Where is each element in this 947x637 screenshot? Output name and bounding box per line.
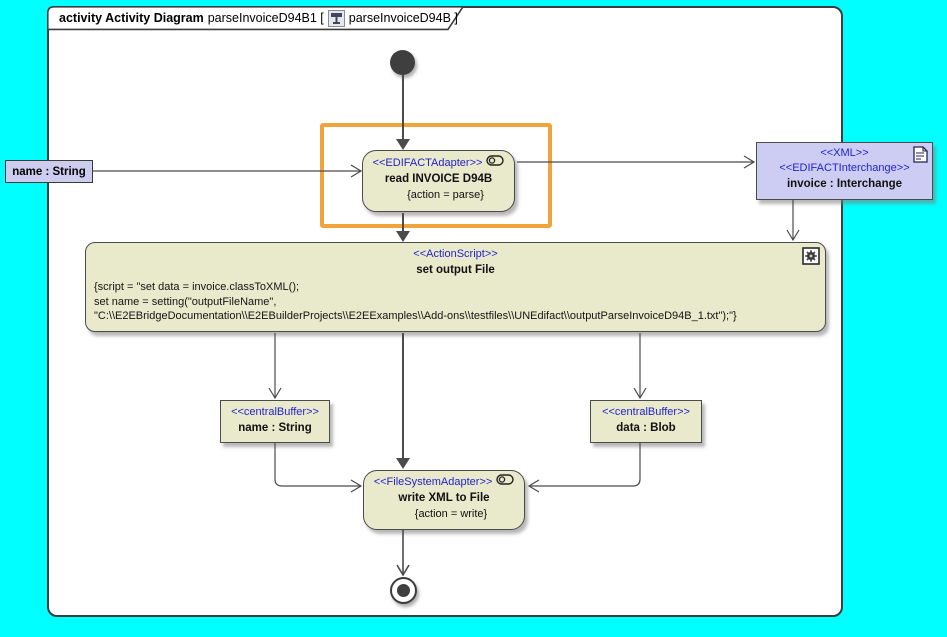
arrowhead-stick (396, 564, 410, 577)
node-name: write XML to File (398, 492, 490, 504)
node-edifact-adapter[interactable]: <<EDIFACTAdapter>> read INVOICE D94B {ac… (362, 150, 515, 212)
script-body: {script = "set data = invoice.classToXML… (86, 278, 825, 324)
final-node-dot (397, 584, 410, 597)
stereotype-xml: <<XML>> (820, 147, 869, 159)
frame-ref-label: parseInvoiceD94B ] (348, 11, 458, 25)
selection-highlight (320, 123, 552, 228)
adapter-icon (496, 474, 515, 490)
script-line: {script = "set data = invoice.classToXML… (94, 281, 300, 293)
stereotype-label: <<ActionScript>> (413, 248, 498, 260)
diagram-title-tab[interactable] (47, 6, 467, 31)
arrowhead-stick (743, 155, 756, 169)
frame-name-label: parseInvoiceD94B1 [ (207, 11, 324, 25)
node-tag: {action = parse} (407, 189, 484, 201)
edge-bufferdata-to-write[interactable] (529, 443, 641, 487)
arrowhead-stick (350, 479, 363, 493)
stereotype-interchange: <<EDIFACTInterchange>> (779, 162, 910, 174)
node-name: name : String (238, 422, 312, 434)
final-node[interactable] (390, 577, 417, 604)
node-name: set output File (416, 264, 495, 276)
node-central-buffer-name[interactable]: <<centralBuffer>> name : String (220, 400, 330, 443)
activity-diagram-icon (327, 9, 345, 27)
node-central-buffer-data[interactable]: <<centralBuffer>> data : Blob (590, 400, 702, 443)
edifact-adapter-stereotype-row: <<EDIFACTAdapter>> (363, 155, 514, 171)
node-name: invoice : Interchange (786, 178, 903, 190)
arrowhead-stick (350, 164, 363, 178)
diagram-title: activity Activity Diagram parseInvoiceD9… (59, 9, 458, 27)
node-name: read INVOICE D94B (384, 173, 493, 185)
edge-buffername-to-write[interactable] (274, 443, 361, 487)
node-name-pin[interactable]: name : String (5, 160, 93, 183)
stereotype-label: <<centralBuffer>> (602, 406, 690, 418)
node-invoice-interchange[interactable]: <<XML>> <<EDIFACTInterchange>> invoice :… (756, 142, 933, 200)
stereotype-label: <<FileSystemAdapter>> (373, 476, 493, 488)
arrowhead-solid (396, 231, 410, 242)
node-name: data : Blob (616, 422, 676, 434)
document-icon (913, 146, 928, 168)
stereotype-label: <<EDIFACTAdapter>> (372, 157, 483, 169)
arrowhead-stick (527, 479, 540, 493)
node-tag: {action = write} (414, 508, 488, 520)
fs-adapter-stereotype-row: <<FileSystemAdapter>> (364, 474, 524, 490)
arrowhead-stick (633, 387, 647, 400)
arrowhead-stick (786, 229, 800, 242)
gear-icon (802, 247, 820, 270)
stereotype-label: <<centralBuffer>> (231, 406, 319, 418)
script-line: set name = setting("outputFileName", (94, 295, 277, 308)
node-filesystem-adapter[interactable]: <<FileSystemAdapter>> write XML to File … (363, 470, 525, 530)
frame-kind-label: activity Activity Diagram (59, 11, 204, 25)
node-action-script[interactable]: <<ActionScript>> set output File {script… (85, 242, 826, 332)
arrowhead-solid (396, 458, 410, 469)
arrowhead-stick (268, 387, 282, 400)
initial-node[interactable] (390, 50, 415, 75)
adapter-icon (486, 155, 505, 171)
script-line: "C:\\E2EBridgeDocumentation\\E2EBuilderP… (94, 310, 737, 322)
pin-label: name : String (12, 165, 86, 178)
arrowhead-solid (396, 139, 410, 150)
